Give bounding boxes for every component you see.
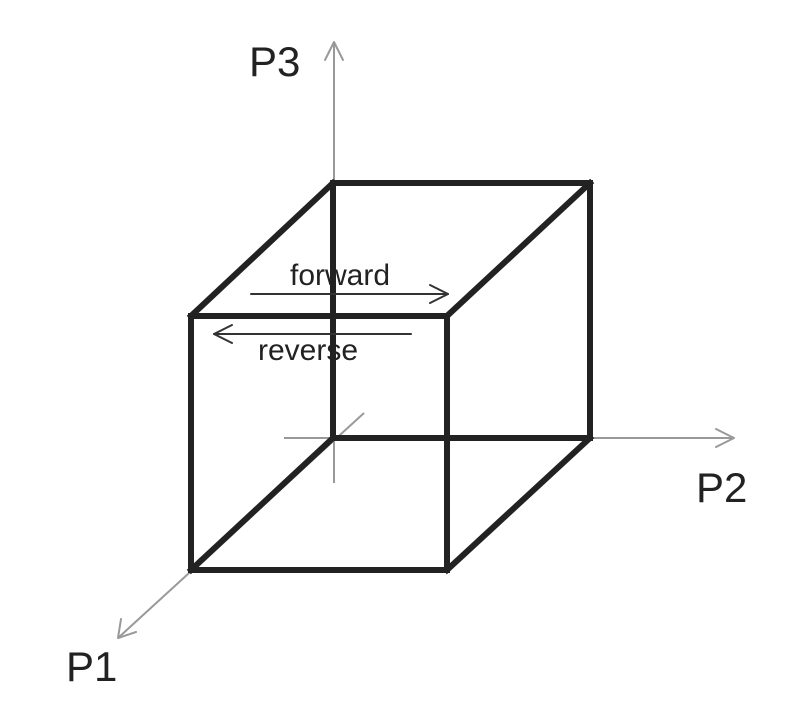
cube-edge-diag-bottom-left [186,433,338,575]
p3-axis-arrowhead [324,41,344,61]
p2-axis-label: P2 [696,464,747,511]
cube-edge-diag-bottom-right [442,433,595,575]
reverse-label: reverse [258,334,358,367]
forward-arrowhead [429,284,449,304]
reverse-arrowhead [213,324,233,344]
cube-edge-diag-top-right [442,178,595,321]
forward-arrow [250,284,449,304]
p1-axis-arrowhead [117,618,137,639]
forward-label: forward [290,259,390,292]
cube-edge-diag-top-left [186,178,338,321]
p1-axis-label: P1 [66,643,117,690]
reverse-arrow [213,324,412,344]
p2-axis-arrowhead [715,428,735,448]
p3-axis-label: P3 [249,38,300,85]
cube [186,178,595,575]
